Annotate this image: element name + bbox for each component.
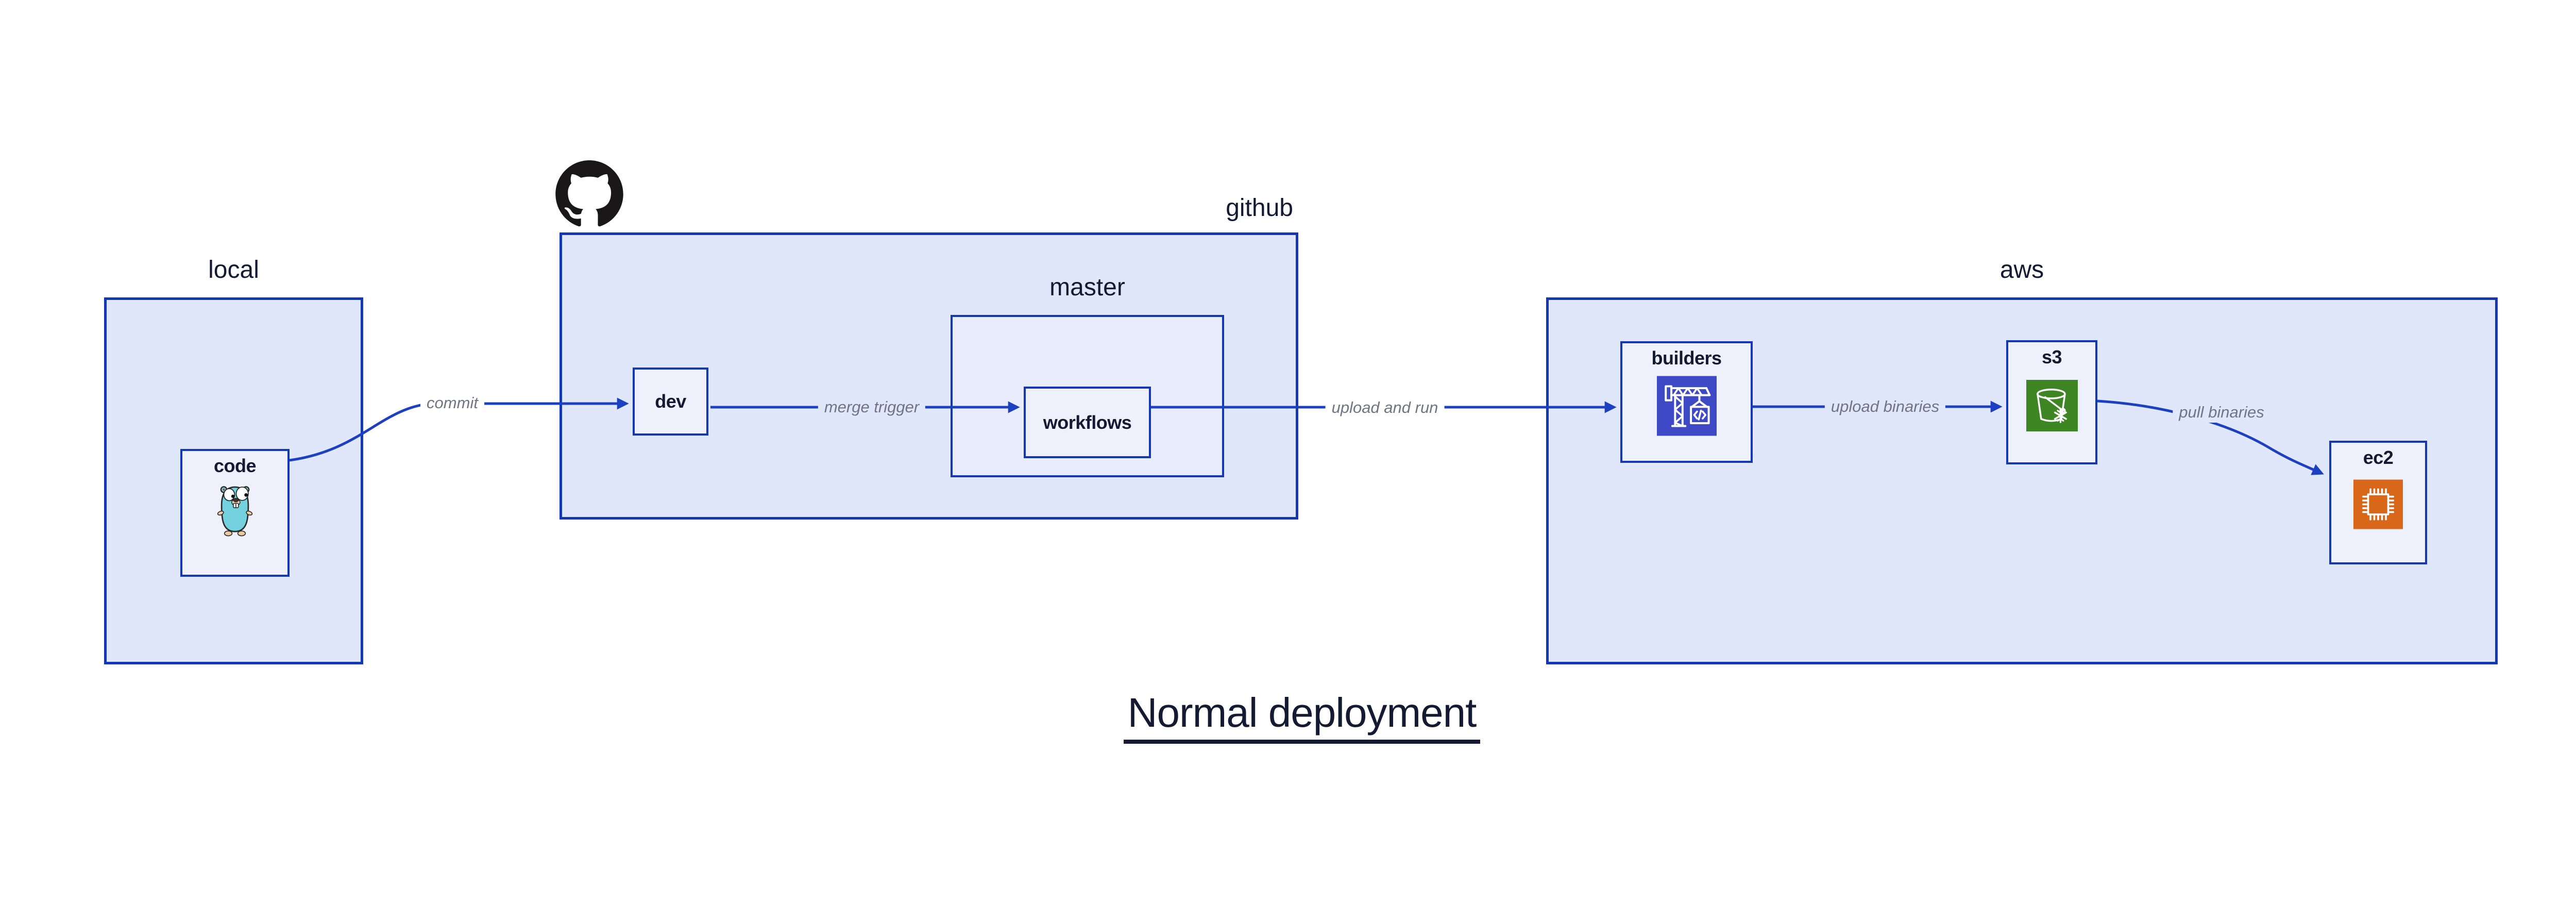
go-gopher-icon bbox=[216, 485, 254, 539]
label-local: local bbox=[208, 256, 259, 283]
edge-label-upload-binaries: upload binaries bbox=[1824, 396, 1946, 417]
s3-glacier-bucket-icon bbox=[2026, 380, 2078, 432]
node-s3: s3 bbox=[2006, 340, 2097, 464]
node-builders: builders bbox=[1620, 341, 1753, 463]
node-workflows: workflows bbox=[1024, 387, 1151, 458]
ec2-chip-icon bbox=[2353, 479, 2403, 529]
codebuild-crane-icon bbox=[1656, 376, 1717, 436]
node-dev-label: dev bbox=[655, 391, 686, 412]
node-dev: dev bbox=[633, 368, 708, 436]
edge-label-commit: commit bbox=[420, 393, 484, 413]
diagram-title-text: Normal deployment bbox=[1123, 689, 1481, 744]
edge-label-upload-and-run: upload and run bbox=[1325, 397, 1445, 418]
label-aws: aws bbox=[1999, 256, 2044, 283]
node-s3-label: s3 bbox=[2041, 346, 2062, 368]
edge-commit-path bbox=[289, 397, 629, 462]
node-workflows-label: workflows bbox=[1043, 411, 1132, 433]
node-ec2-label: ec2 bbox=[2363, 447, 2394, 468]
node-code-label: code bbox=[213, 455, 257, 476]
diagram-title: Normal deployment bbox=[0, 689, 2576, 744]
node-builders-label: builders bbox=[1651, 347, 1722, 369]
edge-label-merge-trigger: merge trigger bbox=[818, 397, 926, 417]
edge-pull-binaries-path bbox=[2097, 399, 2324, 475]
node-ec2: ec2 bbox=[2329, 441, 2427, 564]
label-github: github bbox=[1226, 194, 1293, 222]
label-master: master bbox=[1049, 274, 1125, 301]
github-octocat-icon bbox=[555, 160, 623, 229]
node-code: code bbox=[180, 449, 290, 577]
edge-label-pull-binaries: pull binaries bbox=[2173, 402, 2270, 423]
